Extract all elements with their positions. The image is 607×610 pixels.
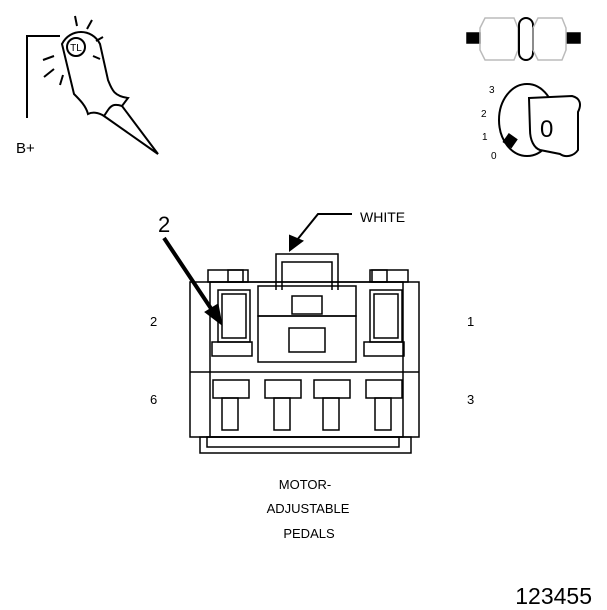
connector-face	[189, 253, 420, 454]
connector-name-line-2: ADJUSTABLE	[267, 501, 350, 516]
svg-text:TL: TL	[70, 43, 82, 54]
key-position-2: 2	[481, 109, 487, 120]
test-light-icon: TL	[26, 15, 159, 155]
ignition-key-icon	[498, 83, 581, 158]
bottom-terminals	[212, 379, 403, 431]
key-position-0: 0	[491, 151, 497, 162]
callout-number: 2	[158, 212, 170, 237]
pin-label-6: 6	[150, 392, 157, 407]
connector-plug-icon	[466, 17, 581, 61]
wire-color-label: WHITE	[360, 209, 405, 225]
key-position-1: 1	[482, 132, 488, 143]
b-plus-label: B+	[16, 140, 35, 157]
figure-number: 123455	[515, 583, 592, 609]
key-current-position: 0	[540, 116, 553, 143]
connector-name-line-1: MOTOR-	[279, 477, 331, 492]
pin-label-3: 3	[467, 392, 474, 407]
pin-label-2: 2	[150, 314, 157, 329]
connector-name-line-3: PEDALS	[283, 526, 335, 541]
wire-leader-arrow	[289, 213, 352, 252]
key-position-3: 3	[489, 85, 495, 96]
pin-label-1: 1	[467, 314, 474, 329]
